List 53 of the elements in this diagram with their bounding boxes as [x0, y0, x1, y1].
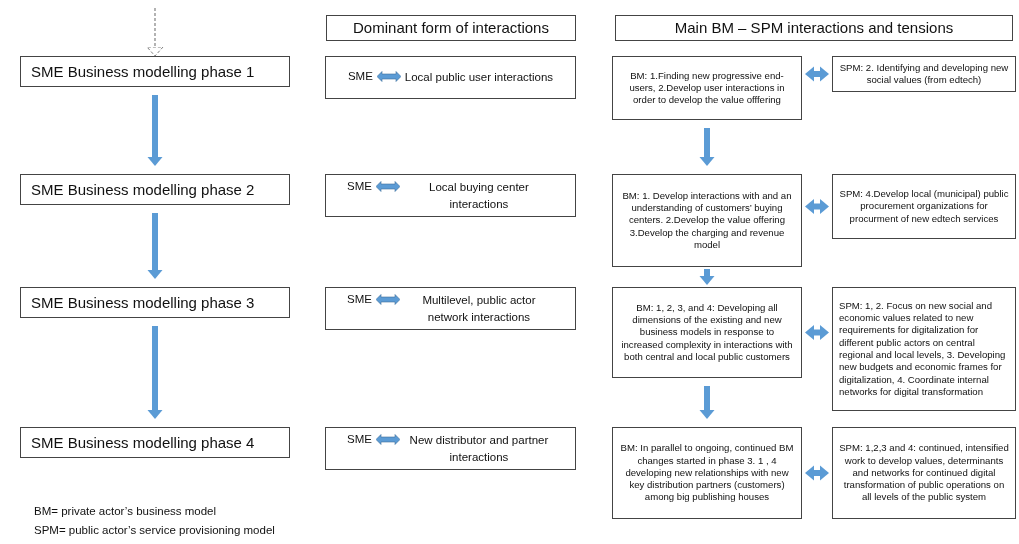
interaction-label: Multilevel, public actor network interactions — [421, 293, 537, 325]
arrow — [146, 7, 164, 57]
interaction-box — [325, 287, 576, 330]
box-text: SPM: 4.Develop local (municipal) public procurement organizations for procurment of new edtech services — [839, 188, 1009, 225]
interaction-label: Local buying center interactions — [428, 180, 530, 212]
phase-label: SME Business modelling phase 4 — [31, 433, 255, 452]
actor-label: SME — [347, 69, 373, 85]
box-text: BM: In parallel to ongoing, continued BM changes started in phase 3. 1 , 4 developing new relationships with new key distribution partners (customers) among big publishing houses — [619, 442, 795, 504]
box-text: SPM: 1, 2. Focus on new social and economic values related to new requirements for digitalization for different public actors on central regional and local levels, 3. Developing new budgets and economic frames for digitalization, 4. Coordinate internal networks for digital transformation — [839, 299, 1007, 399]
bm-box — [612, 56, 802, 120]
spm-box — [832, 427, 1016, 519]
spm-box — [832, 56, 1016, 92]
box-text: SPM: 2. Identifying and developing new social values (from edtech) — [839, 61, 1009, 87]
column-header: Main BM – SPM interactions and tensions — [674, 19, 954, 37]
arrow — [699, 386, 715, 419]
actor-label: SME — [347, 292, 372, 308]
column-header: Dominant form of interactions — [353, 19, 549, 37]
header-box — [326, 15, 576, 41]
bm-box — [612, 174, 802, 267]
phase-label: SME Business modelling phase 1 — [31, 62, 255, 81]
arrow — [147, 95, 163, 166]
phase-box — [20, 174, 290, 205]
arrow — [699, 128, 715, 166]
phase-box — [20, 287, 290, 318]
header-box — [615, 15, 1013, 41]
phase-box — [20, 427, 290, 458]
arrow — [699, 269, 715, 285]
phase-label: SME Business modelling phase 3 — [31, 293, 255, 312]
arrow — [147, 213, 163, 279]
arrow — [805, 66, 829, 82]
arrow — [805, 199, 829, 214]
interaction-box — [325, 174, 576, 217]
box-text: BM: 1, 2, 3, and 4: Developing all dimensions of the existing and new business models in response to increased complexity in interactions with both central and local public customers — [620, 301, 794, 364]
bm-box — [612, 427, 802, 519]
box-text: BM: 1. Develop interactions with and an understanding of customers’ buying centers. 2.Develop the value offering 3.Develop the charging and revenue model — [621, 189, 793, 252]
interaction-label: Local public user interactions — [404, 70, 554, 86]
interaction-box — [325, 427, 576, 470]
phase-box — [20, 56, 290, 87]
arrow — [805, 325, 829, 340]
spm-box — [832, 287, 1016, 411]
box-text: SPM: 1,2,3 and 4: continued, intensified work to develop values, determinants and networks for continued digital transformation of public operations on all levels of the public system — [839, 442, 1009, 504]
phase-label: SME Business modelling phase 2 — [31, 180, 255, 199]
spm-box — [832, 174, 1016, 239]
interaction-box — [325, 56, 576, 99]
actor-label: SME — [347, 432, 372, 448]
arrow — [147, 326, 163, 419]
interaction-label: New distributor and partner interactions — [408, 433, 550, 465]
box-text: BM: 1.Finding new progressive end-users, 2.Develop user interactions in order to develop the value offfering — [628, 69, 786, 107]
bm-box — [612, 287, 802, 378]
actor-label: SME — [347, 179, 372, 195]
arrow — [805, 465, 829, 481]
legend-note: SPM= public actor’s service provisioning model — [34, 524, 275, 536]
legend-note: BM= private actor’s business model — [34, 505, 217, 517]
